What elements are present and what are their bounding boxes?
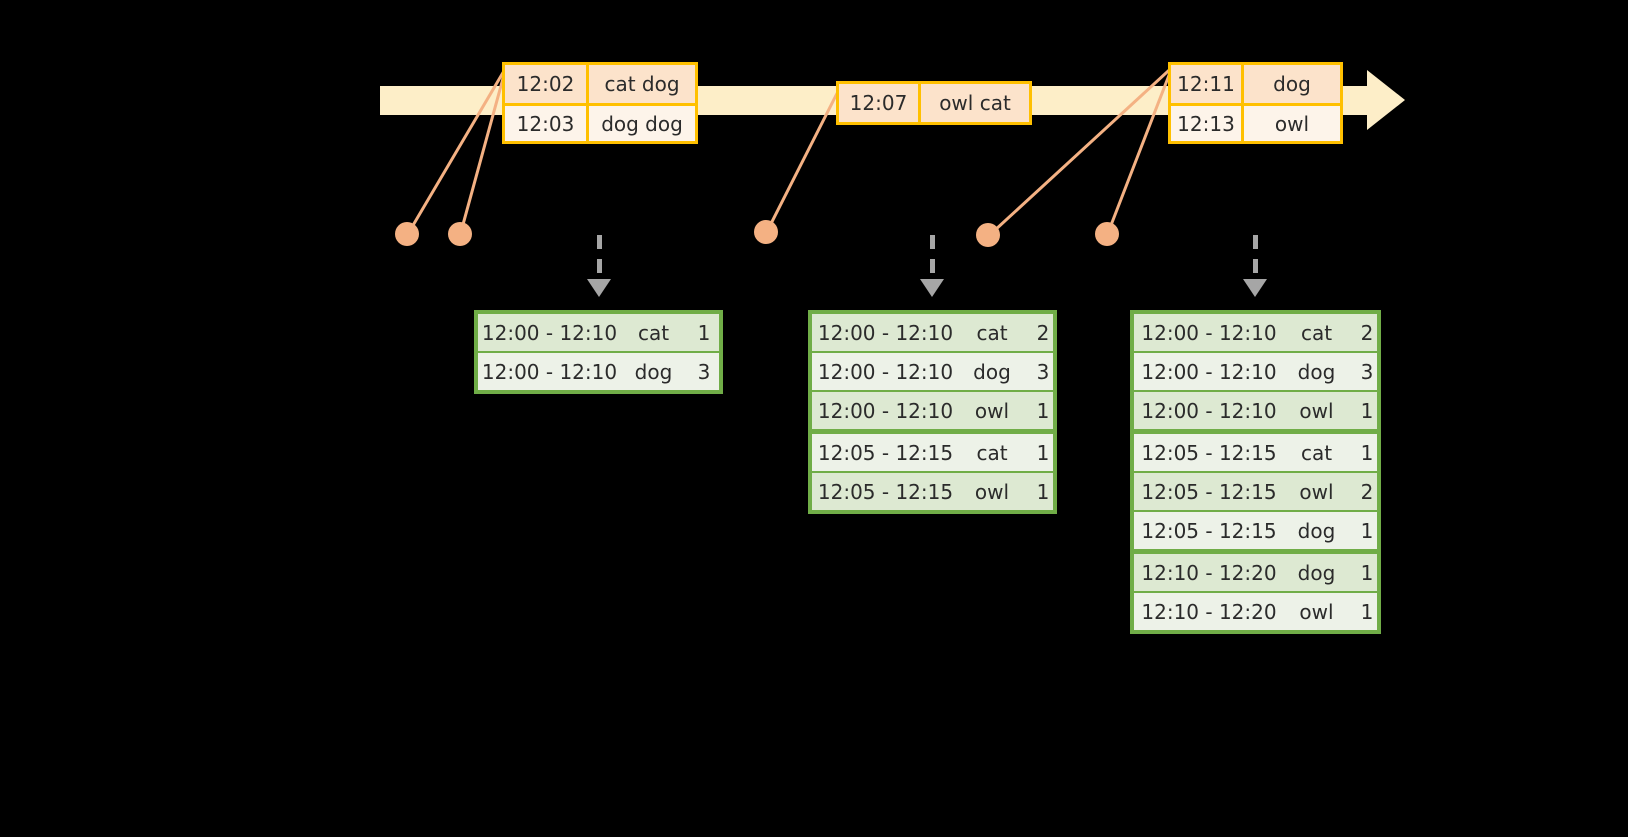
cell-key: cat bbox=[637, 320, 670, 345]
event-time: 12:03 bbox=[505, 106, 589, 141]
cell-key: cat bbox=[1300, 320, 1333, 345]
cell-key: dog bbox=[1297, 518, 1336, 543]
event-row: 12:03 dog dog bbox=[505, 103, 695, 141]
cell-window: 12:00 - 12:10 bbox=[817, 398, 954, 423]
arrow-stem bbox=[597, 235, 602, 281]
timeline-arrow-head bbox=[1367, 70, 1405, 130]
cell-count: 1 bbox=[1360, 599, 1374, 624]
connector-dot bbox=[754, 220, 778, 244]
arrow-head bbox=[587, 279, 611, 297]
event-time: 12:07 bbox=[839, 84, 921, 122]
cell-window: 12:05 - 12:15 bbox=[1141, 479, 1277, 504]
event-value: dog bbox=[1273, 72, 1311, 96]
table-row: 12:00 - 12:10 owl 1 bbox=[812, 392, 1053, 429]
event-box-3[interactable]: 12:11 dog 12:13 owl bbox=[1168, 62, 1343, 144]
cell-window: 12:05 - 12:15 bbox=[1141, 440, 1277, 465]
result-table-1[interactable]: 12:00 - 12:10 cat 1 12:00 - 12:10 dog 3 bbox=[474, 310, 723, 394]
table-row: 12:10 - 12:20 dog 1 bbox=[1134, 554, 1377, 591]
connector-dot bbox=[395, 222, 419, 246]
table-row: 12:05 - 12:15 owl 1 bbox=[812, 473, 1053, 510]
connector-dot bbox=[448, 222, 472, 246]
event-row: 12:11 dog bbox=[1171, 65, 1340, 103]
cell-count: 2 bbox=[1036, 320, 1050, 345]
arrow-head bbox=[1243, 279, 1267, 297]
cell-window: 12:10 - 12:20 bbox=[1141, 599, 1277, 624]
cell-count: 1 bbox=[697, 320, 711, 345]
cell-count: 3 bbox=[697, 359, 711, 384]
event-time: 12:02 bbox=[505, 65, 589, 103]
event-time: 12:11 bbox=[1171, 65, 1244, 103]
table-row: 12:00 - 12:10 dog 3 bbox=[1134, 353, 1377, 390]
cell-count: 1 bbox=[1360, 398, 1374, 423]
cell-window: 12:05 - 12:15 bbox=[817, 479, 954, 504]
cell-key: dog bbox=[634, 359, 673, 384]
table-row: 12:00 - 12:10 cat 2 bbox=[1134, 314, 1377, 351]
event-value: dog dog bbox=[601, 111, 683, 136]
cell-key: cat bbox=[976, 440, 1008, 465]
table-row: 12:00 - 12:10 dog 3 bbox=[478, 353, 719, 390]
cell-count: 2 bbox=[1360, 479, 1374, 504]
cell-window: 12:00 - 12:10 bbox=[817, 359, 954, 384]
cell-count: 1 bbox=[1036, 440, 1050, 465]
cell-count: 1 bbox=[1360, 518, 1374, 543]
cell-window: 12:05 - 12:15 bbox=[1141, 518, 1277, 543]
table-row: 12:05 - 12:15 cat 1 bbox=[812, 434, 1053, 471]
event-value: cat dog bbox=[604, 72, 680, 96]
table-row: 12:00 - 12:10 cat 1 bbox=[478, 314, 719, 351]
cell-key: cat bbox=[976, 320, 1008, 345]
cell-window: 12:10 - 12:20 bbox=[1141, 560, 1277, 585]
cell-count: 1 bbox=[1036, 479, 1050, 504]
table-row: 12:05 - 12:15 dog 1 bbox=[1134, 512, 1377, 549]
cell-window: 12:00 - 12:10 bbox=[481, 320, 618, 345]
cell-count: 1 bbox=[1360, 560, 1374, 585]
cell-key: owl bbox=[1299, 398, 1334, 423]
cell-window: 12:00 - 12:10 bbox=[1141, 320, 1277, 345]
cell-window: 12:05 - 12:15 bbox=[817, 440, 954, 465]
cell-key: owl bbox=[974, 479, 1010, 504]
table-row: 12:05 - 12:15 owl 2 bbox=[1134, 473, 1377, 510]
connector-dot bbox=[976, 223, 1000, 247]
event-value: owl bbox=[1274, 111, 1310, 136]
event-row: 12:07 owl cat bbox=[839, 84, 1029, 122]
cell-count: 2 bbox=[1360, 320, 1374, 345]
table-row: 12:00 - 12:10 cat 2 bbox=[812, 314, 1053, 351]
cell-count: 3 bbox=[1036, 359, 1050, 384]
cell-count: 1 bbox=[1360, 440, 1374, 465]
connector-dot bbox=[1095, 222, 1119, 246]
cell-count: 1 bbox=[1036, 398, 1050, 423]
arrow-head bbox=[920, 279, 944, 297]
cell-key: owl bbox=[1299, 599, 1334, 624]
cell-window: 12:00 - 12:10 bbox=[1141, 359, 1277, 384]
table-row: 12:00 - 12:10 dog 3 bbox=[812, 353, 1053, 390]
cell-window: 12:00 - 12:10 bbox=[817, 320, 954, 345]
table-row: 12:05 - 12:15 cat 1 bbox=[1134, 434, 1377, 471]
table-row: 12:00 - 12:10 owl 1 bbox=[1134, 392, 1377, 429]
event-row: 12:02 cat dog bbox=[505, 65, 695, 103]
cell-key: dog bbox=[1297, 359, 1336, 384]
cell-window: 12:00 - 12:10 bbox=[481, 359, 618, 384]
cell-key: cat bbox=[1300, 440, 1333, 465]
cell-window: 12:00 - 12:10 bbox=[1141, 398, 1277, 423]
cell-key: owl bbox=[974, 398, 1010, 423]
arrow-stem bbox=[930, 235, 935, 281]
cell-key: owl bbox=[1299, 479, 1334, 504]
event-box-2[interactable]: 12:07 owl cat bbox=[836, 81, 1032, 125]
event-box-1[interactable]: 12:02 cat dog 12:03 dog dog bbox=[502, 62, 698, 144]
arrow-stem bbox=[1253, 235, 1258, 281]
event-time: 12:13 bbox=[1171, 106, 1244, 141]
event-value: owl cat bbox=[939, 91, 1011, 115]
cell-key: dog bbox=[973, 359, 1011, 384]
cell-count: 3 bbox=[1360, 359, 1374, 384]
table-row: 12:10 - 12:20 owl 1 bbox=[1134, 593, 1377, 630]
event-row: 12:13 owl bbox=[1171, 103, 1340, 141]
cell-key: dog bbox=[1297, 560, 1336, 585]
